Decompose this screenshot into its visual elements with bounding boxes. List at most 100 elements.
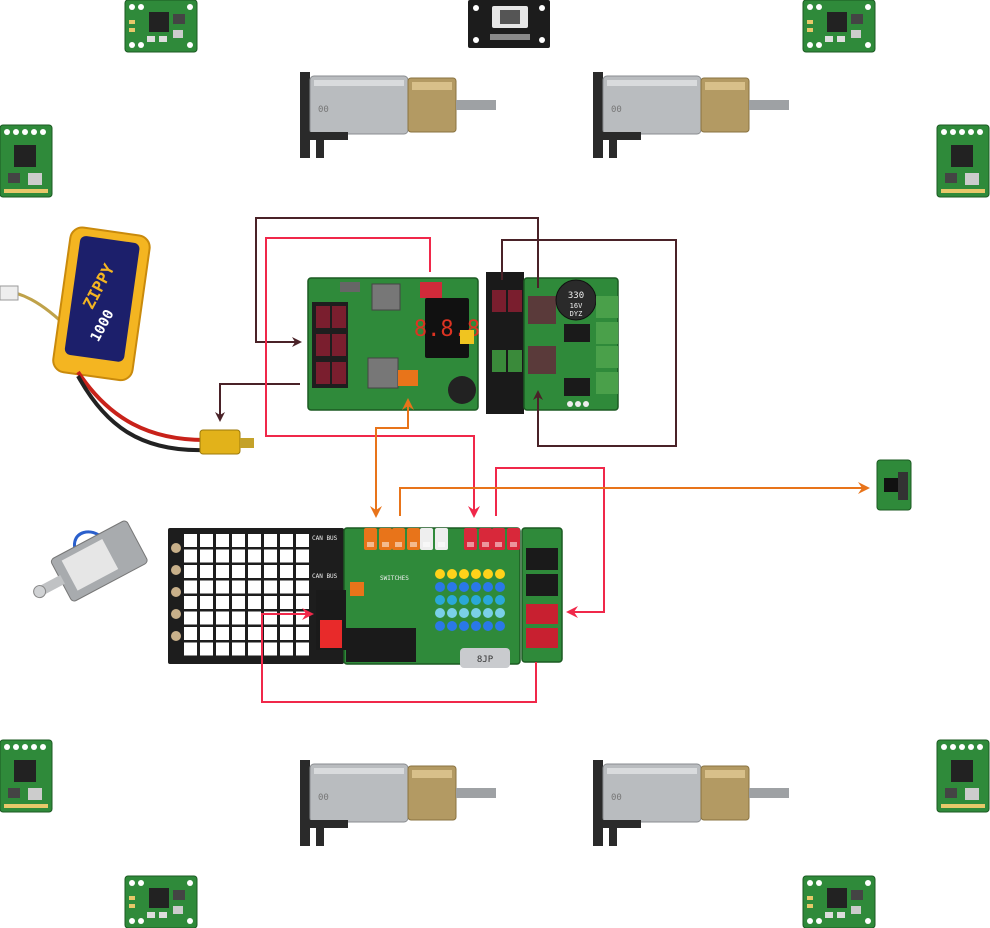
imu-board-top-left [124,0,198,53]
led-cell [280,549,293,563]
led-cell [296,565,309,578]
led-cell [232,565,245,578]
capacitor-value: 330 [568,291,584,301]
dark-wires [215,217,677,447]
led-cell [296,596,309,609]
imu-board-bottom-left [124,875,198,928]
capacitor-sub1: 16V [570,302,583,310]
controller-button [483,569,493,579]
led-cell [232,596,245,609]
led-cell [248,549,261,563]
controller-button [447,621,457,631]
power-board: 8.8.8 [307,277,480,411]
imu-board-bottom-right [802,875,876,928]
controller-button [471,595,481,605]
led-cell [232,642,245,656]
led-cell [248,580,261,594]
controller-button [495,569,505,579]
controller-button [483,621,493,631]
led-cell [200,580,213,594]
distance-sensor [876,459,912,511]
imu-board-top-right [802,0,876,53]
controller-button [459,569,469,579]
controller-button [471,582,481,592]
imu-board-right-lower [936,739,990,813]
controller-button [471,608,481,618]
led-cell [232,534,245,547]
led-cell [264,596,277,609]
led-cell [184,565,197,578]
led-cell [280,642,293,656]
led-cell [280,534,293,547]
led-cell [232,611,245,625]
led-cell [200,611,213,625]
led-cell [184,642,197,656]
led-cell [248,596,261,609]
led-cell [296,580,309,594]
led-cell [216,627,229,640]
controller-button [495,582,505,592]
led-cell [296,534,309,547]
led-cell [280,565,293,578]
led-cell [184,596,197,609]
gear-motor-upper-right: 00 [592,71,790,159]
controller-button [459,608,469,618]
led-cell [248,534,261,547]
motor-label: 00 [611,793,622,803]
led-cell [264,627,277,640]
motor-label: 00 [318,793,329,803]
controller-button [459,621,469,631]
controller-button [483,595,493,605]
controller-button [447,582,457,592]
capacitor-sub2: DYZ [570,310,583,318]
matrix-side-button [171,631,181,641]
led-cell [232,627,245,640]
led-cell [248,627,261,640]
orange-wires [370,398,870,518]
matrix-side-button [171,587,181,597]
led-cell [264,642,277,656]
led-cell [216,580,229,594]
led-cell [184,549,197,563]
led-cell [200,627,213,640]
usb-label: 8JP [477,655,494,665]
led-cell [200,596,213,609]
can-bus-label-a: CAN BUS [312,535,338,542]
controller-button [435,595,445,605]
red-wires [261,237,605,703]
led-cell [216,549,229,563]
controller-button [435,608,445,618]
led-cell [184,627,197,640]
led-cell [216,565,229,578]
motor-label: 00 [611,105,622,115]
led-cell [184,611,197,625]
imu-board-right-upper [936,124,990,198]
main-controller: 8JP SWITCHES [316,527,521,668]
imu-board-left-lower [0,739,53,813]
motor-label: 00 [318,105,329,115]
switches-label: SWITCHES [380,575,409,582]
controller-button [495,595,505,605]
led-cell [216,642,229,656]
controller-button [447,569,457,579]
led-cell [264,580,277,594]
led-cell [280,596,293,609]
led-cell [216,534,229,547]
controller-button [483,582,493,592]
led-cell [200,534,213,547]
controller-button [483,608,493,618]
top-sensor [468,0,550,48]
matrix-side-button [171,609,181,619]
led-cell [200,565,213,578]
controller-button [435,582,445,592]
can-bus-label-b: CAN BUS [312,573,338,580]
matrix-side-button [171,565,181,575]
led-matrix-cells [171,534,309,656]
led-cell [232,580,245,594]
can-bridge [521,527,563,663]
controller-button [447,608,457,618]
controller-button [471,569,481,579]
led-cell [248,642,261,656]
battery: ZIPPY 1000 [0,226,254,455]
